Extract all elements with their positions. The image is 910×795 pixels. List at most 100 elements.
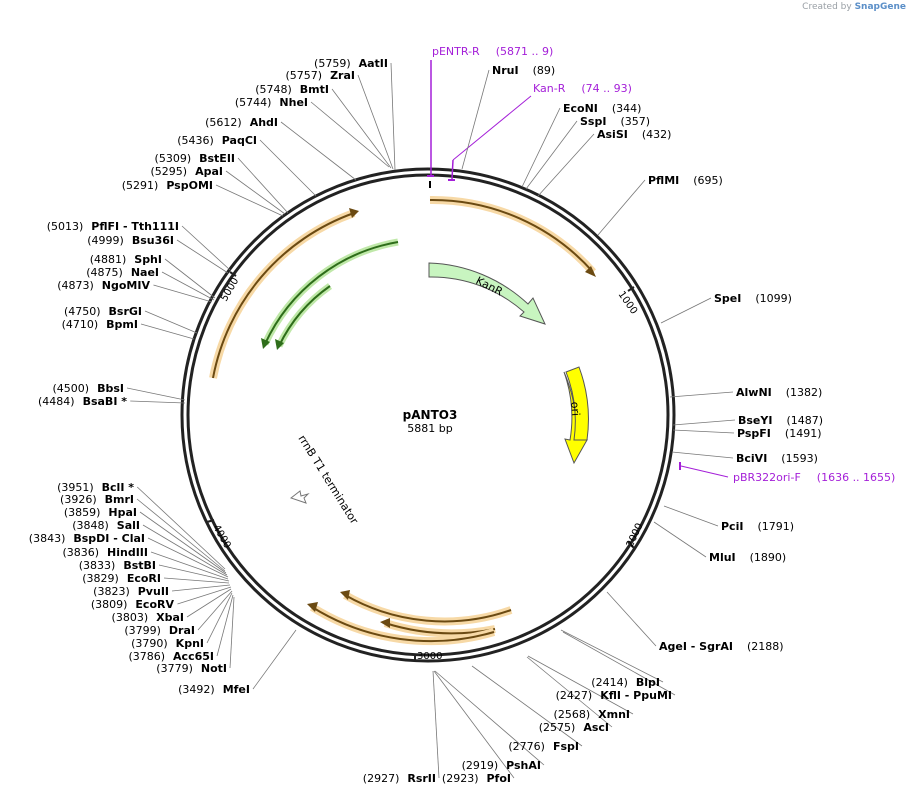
orf-arrowhead-left xyxy=(349,208,359,218)
leader-line xyxy=(237,157,289,214)
backbone-outer-ring xyxy=(180,167,676,663)
orf-arrowhead-bottom-1 xyxy=(340,590,350,600)
green-orf-arrowheads xyxy=(261,338,284,350)
site-position: (4999) xyxy=(87,234,124,247)
site-labels: (5759)AatII(5757)ZraI(5748)BmtI(5744)Nhe… xyxy=(29,57,823,785)
leader-line xyxy=(153,284,213,303)
site-label-drai: (3799)DraI xyxy=(124,624,195,637)
primer-labels: pENTR-R(5871 .. 9) Kan-R(74 .. 93) pBR322o… xyxy=(432,45,895,484)
leader-line xyxy=(158,564,230,582)
site-label-hindiii: (3836)HindIII xyxy=(62,546,148,559)
site-position: (3809) xyxy=(91,598,128,611)
site-position: (2427) xyxy=(556,689,593,702)
site-name: PflFI - Tth111I xyxy=(91,220,179,233)
site-position: (3859) xyxy=(64,506,101,519)
site-name: Bsu36I xyxy=(132,234,174,247)
green-orf-arrowhead-inner xyxy=(275,339,284,350)
site-name: RsrII xyxy=(407,772,436,785)
tick-marks xyxy=(206,271,635,662)
site-label-bstbi: (3833) BstBI xyxy=(79,559,156,572)
site-name: BpmI xyxy=(106,318,138,331)
site-name: BclI * xyxy=(102,481,135,494)
orf-arcs xyxy=(209,195,596,646)
site-label-rsrii: (2927)RsrII xyxy=(363,772,436,785)
green-orf-arc-inner xyxy=(278,285,331,347)
site-position: (2575) xyxy=(539,721,576,734)
tick-mark-4000 xyxy=(206,519,215,523)
leader-line xyxy=(606,591,657,647)
orf-arrowheads xyxy=(307,208,596,628)
site-position: (5759) xyxy=(314,57,351,70)
site-position: (4710) xyxy=(62,318,99,331)
primer-label-pentr-r: pENTR-R(5871 .. 9) xyxy=(432,45,553,58)
site-position: (3799) xyxy=(124,624,161,637)
leader-line xyxy=(216,594,234,657)
site-label-paqci: (5436)PaqCI xyxy=(177,134,257,147)
site-label-pfoi: (2923)PfoI xyxy=(442,772,511,785)
primer-range: (1636 .. 1655) xyxy=(817,471,896,484)
site-label-pcii: PciI(1791) xyxy=(721,520,794,533)
site-position: (3786) xyxy=(128,650,165,663)
site-label-pspomi: (5291)PspOMI xyxy=(122,179,213,192)
orf-arc-left-glow xyxy=(209,209,356,379)
primer-name: pBR322ori-F xyxy=(733,471,801,484)
site-position: (4873) xyxy=(57,279,94,292)
site-name: BstEII xyxy=(199,152,235,165)
site-name: SalI xyxy=(117,519,140,532)
site-name: BmrI xyxy=(105,493,134,506)
leader-line xyxy=(161,271,215,301)
site-position: (1382) xyxy=(786,386,823,399)
leader-line xyxy=(526,656,613,728)
leader-line xyxy=(197,590,233,631)
site-name: NgoMIV xyxy=(102,279,151,292)
site-label-agei: AgeI - SgrAI(2188) xyxy=(659,640,784,653)
site-name: BsrGI xyxy=(109,305,142,318)
orf-arc-bottom-1 xyxy=(344,594,512,623)
site-label-bpmi: (4710) BpmI xyxy=(62,318,138,331)
site-position: (3779) xyxy=(156,662,193,675)
site-position: (3833) xyxy=(79,559,116,572)
site-label-nhei: (5744)NheI xyxy=(235,96,308,109)
site-label-blpi: (2414)BlpI xyxy=(591,676,660,689)
primer-markers xyxy=(427,60,729,478)
site-position: (344) xyxy=(612,102,642,115)
leader-line xyxy=(229,596,235,669)
leader-line xyxy=(206,592,233,644)
green-orf-arrowhead-outer xyxy=(261,338,270,349)
site-position: (3823) xyxy=(93,585,130,598)
site-name: EcoNI xyxy=(563,102,598,115)
site-position: (5612) xyxy=(205,116,242,129)
site-label-alwni: AlwNI(1382) xyxy=(736,386,822,399)
site-name: BstBI xyxy=(123,559,156,572)
site-name: HpaI xyxy=(108,506,137,519)
site-position: (2919) xyxy=(462,759,499,772)
leader-line xyxy=(390,62,396,171)
site-label-bsteii: (5309)BstEII xyxy=(155,152,235,165)
terminator-arrow xyxy=(289,490,310,504)
tick-mark-2000 xyxy=(627,541,635,549)
primer-leader-pbr322 xyxy=(680,465,729,478)
snapgene-credit: Created by SnapGene xyxy=(802,2,906,12)
primer-range: (74 .. 93) xyxy=(581,82,632,95)
site-position: (695) xyxy=(693,174,723,187)
site-position: (5748) xyxy=(255,83,292,96)
site-label-mlui: MluI(1890) xyxy=(709,551,786,564)
site-name: NheI xyxy=(279,96,308,109)
site-position: (1487) xyxy=(786,414,823,427)
green-orf-arc-inner-glow xyxy=(275,283,333,348)
site-label-hpai: (3859) HpaI xyxy=(64,506,137,519)
primer-label-kan-r: Kan-R(74 .. 93) xyxy=(533,82,632,95)
site-label-bsrgi: (4750) BsrGI xyxy=(64,305,142,318)
leader-line xyxy=(130,400,186,404)
orf-arc-top-right xyxy=(429,198,594,273)
leader-line xyxy=(560,629,664,683)
site-position: (1099) xyxy=(755,292,792,305)
leader-line xyxy=(671,451,734,459)
site-position: (4750) xyxy=(64,305,101,318)
site-position: (5295) xyxy=(151,165,188,178)
site-name: PshAI xyxy=(506,759,541,772)
leader-line xyxy=(147,537,229,578)
ori-feature-label: ori xyxy=(568,401,582,416)
site-label-pflfi: (5013)PflFI - Tth111I xyxy=(47,220,179,233)
